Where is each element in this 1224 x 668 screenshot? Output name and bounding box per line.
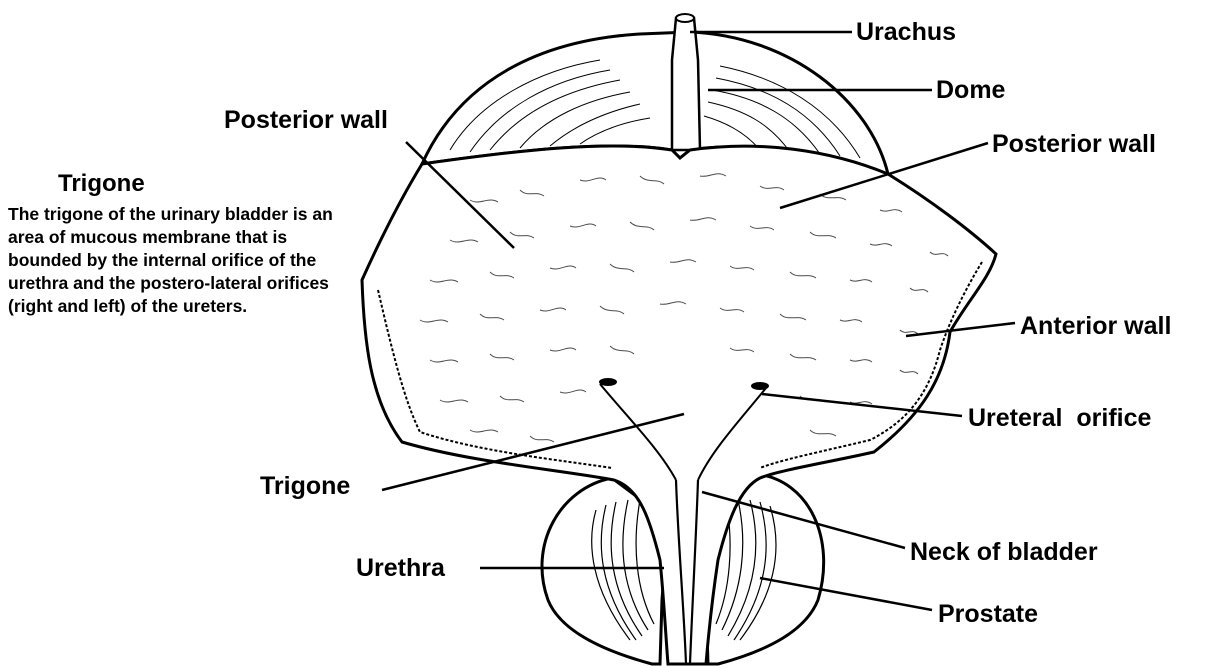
- label-dome: Dome: [936, 76, 1005, 104]
- bladder-body: [362, 146, 996, 664]
- label-neck-of-bladder: Neck of bladder: [910, 538, 1098, 566]
- description-title: Trigone: [58, 170, 145, 198]
- label-prostate: Prostate: [938, 600, 1038, 628]
- description-body: The trigone of the urinary bladder is an…: [8, 203, 353, 318]
- label-posterior-wall-left: Posterior wall: [224, 106, 388, 134]
- label-urethra: Urethra: [356, 554, 445, 582]
- left-ureteral-orifice: [599, 378, 617, 386]
- label-urachus: Urachus: [856, 18, 956, 46]
- label-posterior-wall-right: Posterior wall: [992, 130, 1156, 158]
- urachus: [672, 18, 700, 150]
- label-ureteral-orifice: Ureteral orifice: [968, 404, 1151, 432]
- right-ureteral-orifice: [751, 382, 769, 390]
- label-trigone: Trigone: [260, 472, 350, 500]
- label-anterior-wall: Anterior wall: [1020, 312, 1171, 340]
